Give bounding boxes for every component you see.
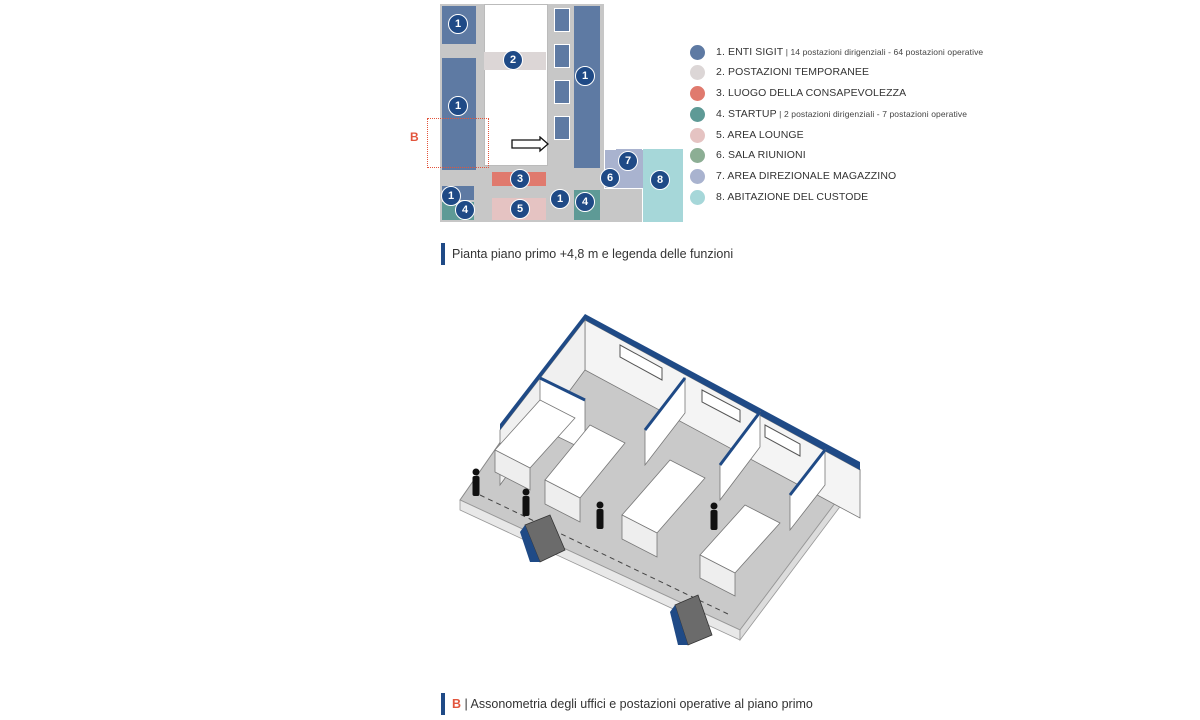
axonometric-drawing <box>459 314 861 646</box>
legend-label: 4. STARTUP <box>716 108 777 120</box>
person-figure <box>710 502 718 530</box>
plan-badge: 2 <box>503 50 523 70</box>
desk-module <box>621 514 658 558</box>
desk-module <box>494 449 531 491</box>
plan-badge: 1 <box>448 14 468 34</box>
entrance-block <box>520 525 540 562</box>
desk-module <box>699 554 736 597</box>
legend-sub: | 14 postazioni dirigenziali - 64 postaz… <box>783 47 984 57</box>
axo-caption: B | Assonometria degli uffici e postazio… <box>452 697 813 711</box>
axo-caption-text: | Assonometria degli uffici e postazioni… <box>461 697 813 711</box>
cubicle-1 <box>554 8 570 32</box>
legend-swatch <box>690 107 705 122</box>
plan-badge: 1 <box>448 96 468 116</box>
plan-caption: Pianta piano primo +4,8 m e legenda dell… <box>452 247 734 261</box>
plan-badge: 1 <box>441 186 461 206</box>
caption-accent-bar <box>441 693 445 715</box>
legend-label: 8. ABITAZIONE DEL CUSTODE <box>716 191 869 203</box>
section-box <box>427 118 489 168</box>
room-1-right <box>574 6 600 168</box>
person-figure <box>472 468 480 496</box>
legend-swatch <box>690 190 705 205</box>
section-marker: B <box>410 130 419 144</box>
legend-swatch <box>690 65 705 80</box>
plan-badge: 7 <box>618 151 638 171</box>
legend-sub: | 2 postazioni dirigenziali - 7 postazio… <box>776 109 968 119</box>
entrance-block <box>674 594 713 646</box>
window <box>701 389 741 423</box>
partition-edge <box>643 377 687 431</box>
window <box>619 344 663 381</box>
cubicle-2 <box>554 44 570 68</box>
left-wall-top <box>500 314 585 430</box>
window <box>764 424 801 457</box>
person-figure <box>522 488 530 516</box>
plan-badge: 8 <box>650 170 670 190</box>
cubicle-3 <box>554 80 570 104</box>
caption-accent-bar <box>441 243 445 265</box>
floor-plan: 1 1 1 2 1 3 1 1 4 5 4 6 7 8 <box>440 4 685 222</box>
plan-badge: 1 <box>550 189 570 209</box>
partition-edge <box>539 376 586 402</box>
plan-badge: 4 <box>455 200 475 220</box>
partition-edge <box>788 449 827 496</box>
legend-label: 1. ENTI SIGIT <box>716 46 784 58</box>
legend-swatch <box>690 86 705 101</box>
plan-badge: 5 <box>510 199 530 219</box>
entrance-block <box>670 605 688 645</box>
direction-arrow-icon <box>511 136 549 153</box>
plan-badge: 1 <box>575 66 595 86</box>
legend-label: 7. AREA DIREZIONALE MAGAZZINO <box>716 170 897 182</box>
plan-badge: 6 <box>600 168 620 188</box>
legend-swatch <box>690 128 705 143</box>
legend-label: 2. POSTAZIONI TEMPORANEE <box>716 66 870 78</box>
cubicle-4 <box>554 116 570 140</box>
legend-label: 5. AREA LOUNGE <box>716 129 804 141</box>
circulation-path <box>479 494 731 616</box>
person-figure <box>596 501 604 529</box>
legend-swatch <box>690 169 705 184</box>
legend-label: 3. LUOGO DELLA CONSAPEVOLEZZA <box>716 87 907 99</box>
plan-badge: 4 <box>575 192 595 212</box>
legend-swatch <box>690 45 705 60</box>
room-2-area <box>484 4 548 166</box>
desk-module <box>544 479 581 523</box>
legend-label: 6. SALA RIUNIONI <box>716 149 806 161</box>
back-wall-top <box>585 314 860 470</box>
axo-caption-letter: B <box>452 697 462 711</box>
partition-edge <box>718 411 762 466</box>
legend-swatch <box>690 148 705 163</box>
plan-badge: 3 <box>510 169 530 189</box>
